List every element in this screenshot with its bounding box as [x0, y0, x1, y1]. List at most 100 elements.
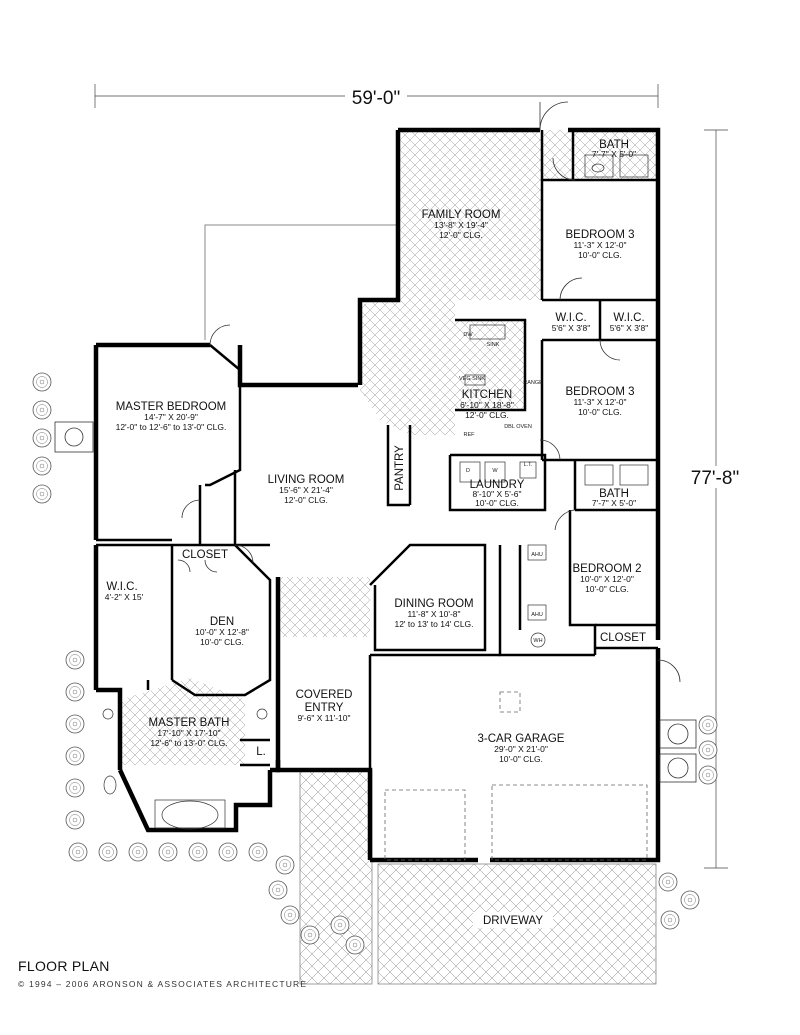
svg-text:W.I.C.: W.I.C. — [555, 312, 586, 324]
svg-text:29'-0" X 21'-0": 29'-0" X 21'-0" — [494, 744, 548, 754]
svg-text:12' to 13' to 14' CLG.: 12' to 13' to 14' CLG. — [394, 619, 473, 629]
width-dimension-label: 59'-0" — [352, 88, 400, 109]
svg-text:LAUNDRY: LAUNDRY — [470, 479, 525, 491]
svg-text:BEDROOM 3: BEDROOM 3 — [565, 229, 634, 241]
room-master-bedroom: MASTER BEDROOM 14'-7" X 20'-9" 12'-0" to… — [116, 401, 227, 432]
svg-text:12'-0" to 12'-6" to 13'-0" CLG: 12'-0" to 12'-6" to 13'-0" CLG. — [116, 422, 227, 432]
svg-text:8'-10" X 5'-6": 8'-10" X 5'-6" — [473, 489, 522, 499]
svg-text:12'-0" CLG.: 12'-0" CLG. — [439, 230, 483, 240]
svg-text:12'-0" CLG.: 12'-0" CLG. — [284, 495, 328, 505]
svg-text:15'-6" X 21'-4": 15'-6" X 21'-4" — [279, 485, 333, 495]
room-wic-right: W.I.C. 5'6" X 3'8" — [610, 312, 649, 333]
svg-text:9'-6" X 11'-10": 9'-6" X 11'-10" — [297, 713, 350, 723]
svg-text:CLOSET: CLOSET — [600, 632, 646, 644]
svg-text:DW: DW — [463, 332, 473, 338]
room-kitchen: KITCHEN 6'-10" X 18'-8" 12'-0" CLG. — [460, 389, 514, 420]
room-linen: L. — [256, 746, 266, 758]
svg-text:D: D — [466, 468, 470, 474]
svg-text:DEN: DEN — [210, 616, 234, 628]
room-bath-middle: BATH 7'-7" X 5'-0" — [592, 488, 636, 508]
svg-text:REF: REF — [464, 432, 476, 438]
svg-text:W: W — [492, 468, 498, 474]
svg-text:AHU: AHU — [531, 612, 543, 618]
svg-text:DRIVEWAY: DRIVEWAY — [483, 915, 543, 927]
svg-text:10'-0" CLG.: 10'-0" CLG. — [578, 407, 622, 417]
svg-text:DBL OVEN: DBL OVEN — [504, 424, 532, 430]
room-bath-top: BATH 7'-7" X 5'-0" — [592, 139, 636, 159]
svg-text:BEDROOM 3: BEDROOM 3 — [565, 386, 634, 398]
svg-text:12'-0" CLG.: 12'-0" CLG. — [465, 410, 509, 420]
svg-text:6'-10" X 18'-8": 6'-10" X 18'-8" — [460, 400, 514, 410]
svg-text:5'6" X 3'8": 5'6" X 3'8" — [610, 323, 649, 333]
svg-text:10'-0" CLG.: 10'-0" CLG. — [499, 754, 543, 764]
fixture-labels: DW SINK VEG SINK RANGE REF DBL OVEN D W … — [459, 332, 543, 644]
svg-text:10'-0" CLG.: 10'-0" CLG. — [585, 584, 629, 594]
tile-floors — [120, 130, 657, 765]
garage-doors — [384, 691, 648, 861]
room-bedroom-3-upper: BEDROOM 3 11'-3" X 12'-0" 10'-0" CLG. — [565, 229, 634, 260]
room-garage: 3-CAR GARAGE 29'-0" X 21'-0" 10'-0" CLG. — [478, 733, 565, 764]
depth-dimension-label: 77'-8" — [691, 468, 739, 489]
svg-text:SINK: SINK — [487, 342, 500, 348]
room-wic-master: W.I.C. 4'-2" X 15' — [105, 581, 144, 602]
footer-title: FLOOR PLAN — [18, 958, 110, 974]
svg-text:4'-2" X 15': 4'-2" X 15' — [105, 592, 144, 602]
svg-text:13'-8" X 19'-4": 13'-8" X 19'-4" — [434, 220, 488, 230]
svg-text:14'-7" X 20'-9": 14'-7" X 20'-9" — [144, 412, 198, 422]
svg-text:5'6" X 3'8": 5'6" X 3'8" — [552, 323, 591, 333]
interior-walls — [96, 130, 658, 770]
room-laundry: LAUNDRY 8'-10" X 5'-6" 10'-0" CLG. — [470, 479, 525, 508]
svg-text:17'-10" X 17'-10": 17'-10" X 17'-10" — [157, 728, 220, 738]
svg-text:W.I.C.: W.I.C. — [613, 312, 644, 324]
svg-text:10'-0" CLG.: 10'-0" CLG. — [578, 250, 622, 260]
room-driveway: DRIVEWAY — [473, 912, 553, 928]
svg-text:ENTRY: ENTRY — [305, 702, 344, 714]
svg-text:7'-7" X 5'-0": 7'-7" X 5'-0" — [592, 149, 636, 159]
svg-text:3-CAR GARAGE: 3-CAR GARAGE — [478, 733, 565, 745]
room-closet-den: CLOSET — [182, 549, 228, 561]
svg-text:MASTER BEDROOM: MASTER BEDROOM — [116, 401, 227, 413]
svg-text:WH: WH — [533, 638, 542, 644]
svg-text:11'-3" X 12'-0": 11'-3" X 12'-0" — [573, 397, 626, 407]
dimension-depth — [682, 129, 748, 869]
room-covered-entry: COVERED ENTRY 9'-6" X 11'-10" — [296, 689, 353, 723]
svg-text:11'-8" X 10'-8": 11'-8" X 10'-8" — [407, 609, 460, 619]
svg-text:LIVING ROOM: LIVING ROOM — [268, 474, 345, 486]
room-family-room: FAMILY ROOM 13'-8" X 19'-4" 12'-0" CLG. — [422, 209, 501, 240]
svg-text:FAMILY ROOM: FAMILY ROOM — [422, 209, 501, 221]
door-swings — [177, 101, 681, 683]
svg-text:MASTER BATH: MASTER BATH — [149, 717, 230, 729]
room-pantry: PANTRY — [394, 445, 406, 491]
svg-text:RANGE: RANGE — [523, 380, 543, 386]
svg-text:11'-3" X 12'-0": 11'-3" X 12'-0" — [573, 240, 626, 250]
room-master-bath: MASTER BATH 17'-10" X 17'-10" 12'-6" to … — [149, 717, 230, 748]
svg-text:BEDROOM 2: BEDROOM 2 — [572, 563, 641, 575]
svg-text:KITCHEN: KITCHEN — [462, 389, 512, 401]
svg-text:PANTRY: PANTRY — [394, 445, 406, 491]
room-den: DEN 10'-0" X 12'-8" 10'-0" CLG. — [195, 616, 249, 647]
ac-units — [54, 421, 697, 783]
room-bedroom-3-lower: BEDROOM 3 11'-3" X 12'-0" 10'-0" CLG. — [565, 386, 634, 417]
svg-text:L.T.: L.T. — [524, 462, 533, 468]
svg-text:AHU: AHU — [531, 552, 543, 558]
svg-text:10'-0" X 12'-0": 10'-0" X 12'-0" — [580, 574, 634, 584]
patio-outline — [204, 224, 398, 340]
svg-text:L.: L. — [256, 746, 266, 758]
svg-text:10'-0" CLG.: 10'-0" CLG. — [200, 637, 244, 647]
room-wic-left: W.I.C. 5'6" X 3'8" — [552, 312, 591, 333]
svg-text:7'-7" X 5'-0": 7'-7" X 5'-0" — [592, 498, 636, 508]
svg-text:COVERED: COVERED — [296, 689, 353, 701]
dimension-width — [94, 84, 659, 108]
fixtures-drawing — [102, 154, 649, 830]
svg-text:BATH: BATH — [599, 139, 629, 151]
room-bedroom-2: BEDROOM 2 10'-0" X 12'-0" 10'-0" CLG. — [572, 563, 641, 594]
svg-text:10'-0" X 12'-8": 10'-0" X 12'-8" — [195, 627, 249, 637]
svg-text:12'-6" to 13'-0" CLG.: 12'-6" to 13'-0" CLG. — [150, 738, 227, 748]
room-living-room: LIVING ROOM 15'-6" X 21'-4" 12'-0" CLG. — [268, 474, 345, 505]
room-closet-garage: CLOSET — [600, 632, 646, 644]
svg-text:10'-0" CLG.: 10'-0" CLG. — [475, 498, 519, 508]
svg-text:CLOSET: CLOSET — [182, 549, 228, 561]
svg-text:BATH: BATH — [599, 488, 629, 500]
room-dining-room: DINING ROOM 11'-8" X 10'-8" 12' to 13' t… — [394, 598, 473, 629]
